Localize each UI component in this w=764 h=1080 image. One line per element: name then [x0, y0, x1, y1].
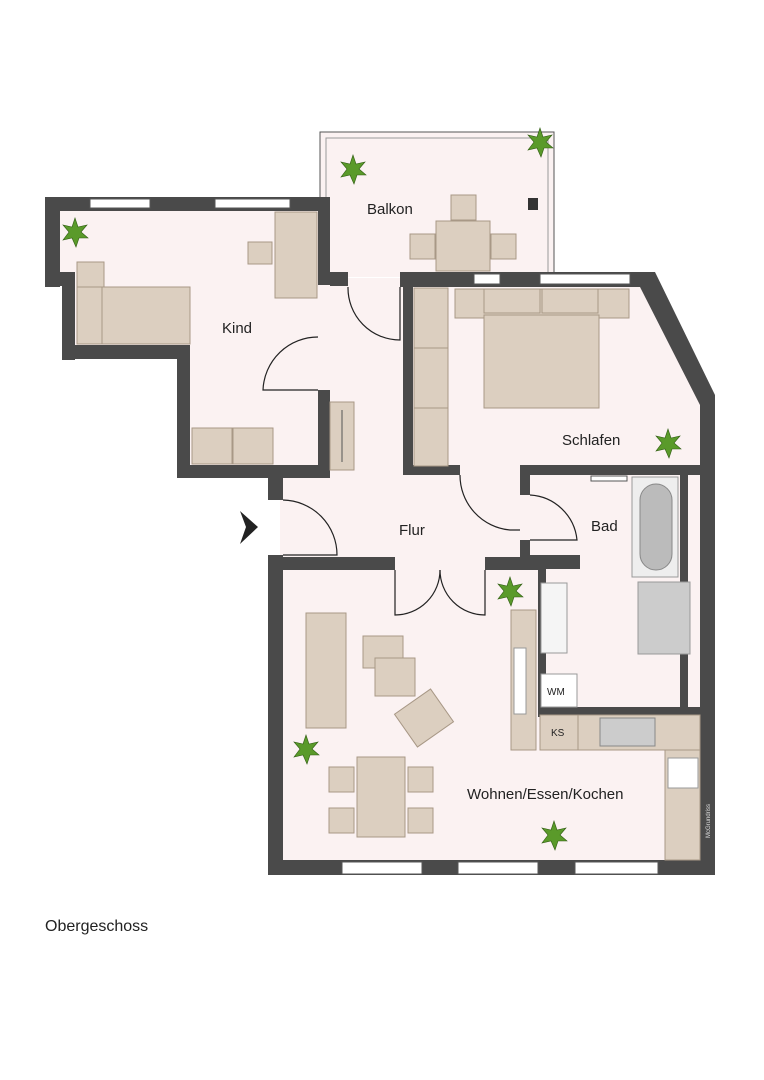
- fridge-label: KS: [551, 728, 565, 739]
- room-label-balkon: Balkon: [367, 201, 413, 218]
- room-label-kind: Kind: [222, 320, 252, 337]
- plant-icon: [655, 428, 682, 459]
- entrance-arrow-icon: [240, 511, 258, 544]
- plant-icon: [497, 576, 524, 607]
- washer-label: WM: [547, 687, 565, 698]
- room-label-bad: Bad: [591, 518, 618, 535]
- plant-icon: [340, 154, 367, 185]
- watermark: McGrundriss: [706, 804, 712, 838]
- floor-caption: Obergeschoss: [45, 918, 149, 935]
- windows: [89, 198, 659, 875]
- plant-icon: [62, 217, 89, 248]
- walls: [45, 197, 715, 875]
- doors: [240, 286, 578, 616]
- plant-icon: [541, 820, 568, 851]
- furniture: [76, 194, 701, 861]
- plant-icon: [293, 734, 320, 765]
- room-label-flur: Flur: [399, 522, 425, 539]
- plant-icon: [527, 127, 554, 158]
- room-label-wohnen: Wohnen/Essen/Kochen: [467, 786, 624, 803]
- plants: [62, 127, 682, 851]
- room-label-schlafen: Schlafen: [562, 432, 620, 449]
- floors: [58, 132, 703, 865]
